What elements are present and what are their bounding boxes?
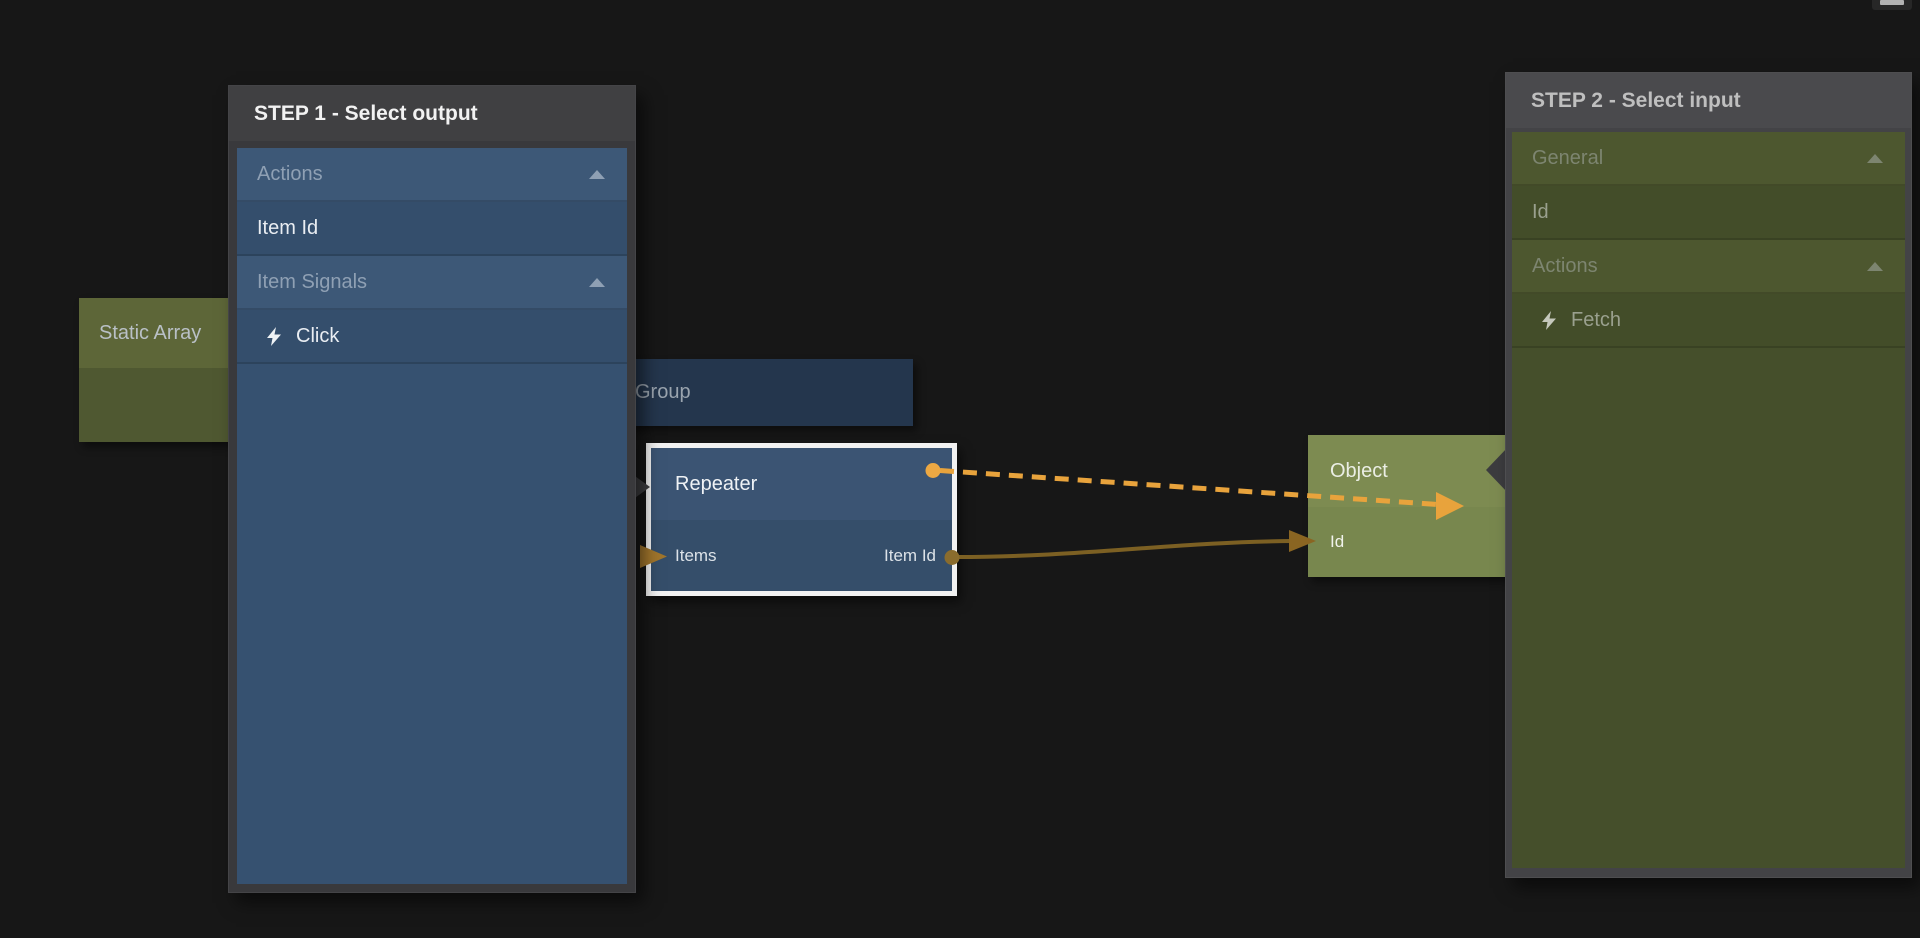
node-repeater-header: Repeater (651, 448, 952, 520)
panel-step2-list: General Id Actions Fetch (1512, 132, 1905, 868)
lightning-icon (267, 326, 281, 346)
port-label-item-id: Item Id (884, 545, 936, 565)
node-title: Group (635, 381, 691, 403)
node-static-array-body (79, 368, 249, 442)
node-title: Static Array (99, 321, 202, 344)
port-label-items: Items (675, 545, 717, 565)
collapse-arrow-icon[interactable] (1867, 261, 1883, 271)
collapse-arrow-icon[interactable] (589, 169, 605, 179)
port-label-id: Id (1330, 532, 1345, 551)
panel-step1-header: STEP 1 - Select output (229, 86, 635, 141)
connection-item-id-to-id[interactable] (956, 530, 1316, 559)
panel-title: STEP 2 - Select input (1531, 88, 1741, 112)
step1-row-item-id[interactable]: Item Id (237, 202, 627, 256)
lightning-icon (1542, 310, 1556, 330)
scrollbar-thumb[interactable] (1880, 0, 1904, 5)
collapse-arrow-icon[interactable] (589, 277, 605, 287)
collapse-arrow-icon[interactable] (1867, 153, 1883, 163)
panel-title: STEP 1 - Select output (254, 101, 478, 125)
step1-row-item-signals[interactable]: Item Signals (237, 256, 627, 310)
step1-row-click[interactable]: Click (237, 310, 627, 364)
node-object[interactable]: Object Id (1308, 435, 1518, 577)
scrollbar-fragment[interactable] (1872, 0, 1912, 10)
node-object-port-row[interactable]: Id (1308, 507, 1518, 577)
node-repeater-port-row[interactable]: Items Item Id (651, 520, 952, 591)
panel-step2-header: STEP 2 - Select input (1506, 73, 1911, 128)
step1-row-actions[interactable]: Actions (237, 148, 627, 202)
node-title: Repeater (675, 472, 758, 495)
step2-row-general[interactable]: General (1512, 132, 1905, 186)
node-group[interactable]: Group (615, 359, 913, 426)
panel-step2-select-input: STEP 2 - Select input General Id Actions… (1505, 72, 1912, 878)
node-repeater-selected[interactable]: Repeater Items Item Id (646, 443, 957, 596)
panel-step1-list: Actions Item Id Item Signals Click (237, 148, 627, 884)
node-static-array[interactable]: Static Array (79, 298, 249, 442)
panel-step1-select-output: STEP 1 - Select output Actions Item Id I… (228, 85, 636, 893)
step2-row-fetch[interactable]: Fetch (1512, 294, 1905, 348)
node-object-header: Object (1308, 435, 1518, 507)
node-static-array-header: Static Array (79, 298, 249, 368)
step2-row-actions[interactable]: Actions (1512, 240, 1905, 294)
step2-row-id[interactable]: Id (1512, 186, 1905, 240)
node-title: Object (1330, 459, 1388, 482)
